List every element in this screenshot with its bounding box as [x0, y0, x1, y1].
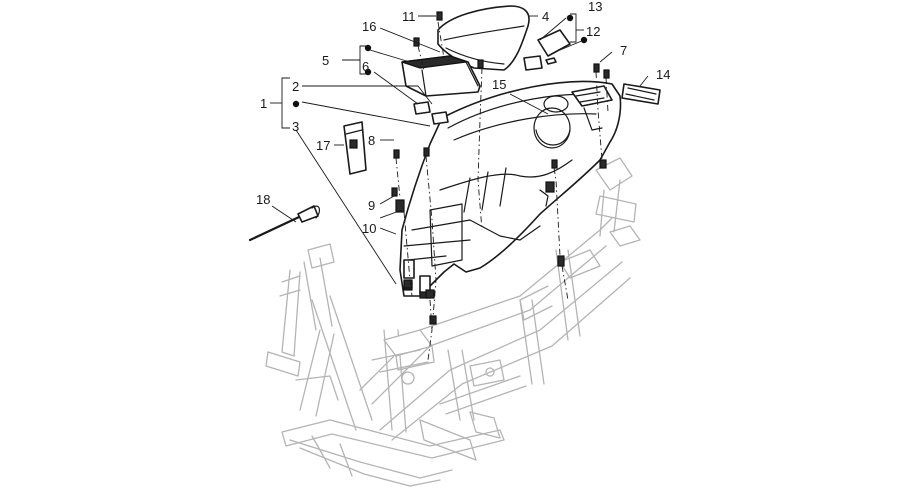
callout-9: 9 — [368, 198, 375, 213]
callout-16: 16 — [362, 19, 376, 34]
part-12-pad — [523, 55, 557, 71]
callout-5: 5 — [322, 53, 329, 68]
callout-4: 4 — [542, 9, 549, 24]
callout-labels: 1 2 3 4 5 6 7 8 9 10 11 12 13 14 15 16 1… — [256, 0, 670, 236]
part-13-seal — [537, 29, 571, 57]
callout-17: 17 — [316, 138, 330, 153]
assembly-lines — [395, 21, 609, 361]
callout-10: 10 — [362, 221, 376, 236]
scooter-frame — [265, 157, 641, 487]
part-14-strip — [621, 83, 661, 105]
callout-8: 8 — [368, 133, 375, 148]
callout-2: 2 — [292, 79, 299, 94]
callout-6: 6 — [362, 59, 369, 74]
rubber-pads — [413, 101, 449, 125]
callout-3: 3 — [292, 119, 299, 134]
callout-1: 1 — [260, 96, 267, 111]
battery-cover — [401, 55, 481, 97]
callout-12: 12 — [586, 24, 600, 39]
part-17-bracket — [343, 121, 367, 175]
leader-dots — [292, 14, 588, 108]
fasteners — [391, 11, 610, 325]
leader-lines — [270, 13, 649, 285]
callout-18: 18 — [256, 192, 270, 207]
callout-13: 13 — [588, 0, 602, 14]
callout-11: 11 — [402, 9, 416, 24]
part-18-cable — [248, 205, 321, 242]
callout-15: 15 — [492, 77, 506, 92]
callout-7: 7 — [620, 43, 627, 58]
callout-14: 14 — [656, 67, 670, 82]
